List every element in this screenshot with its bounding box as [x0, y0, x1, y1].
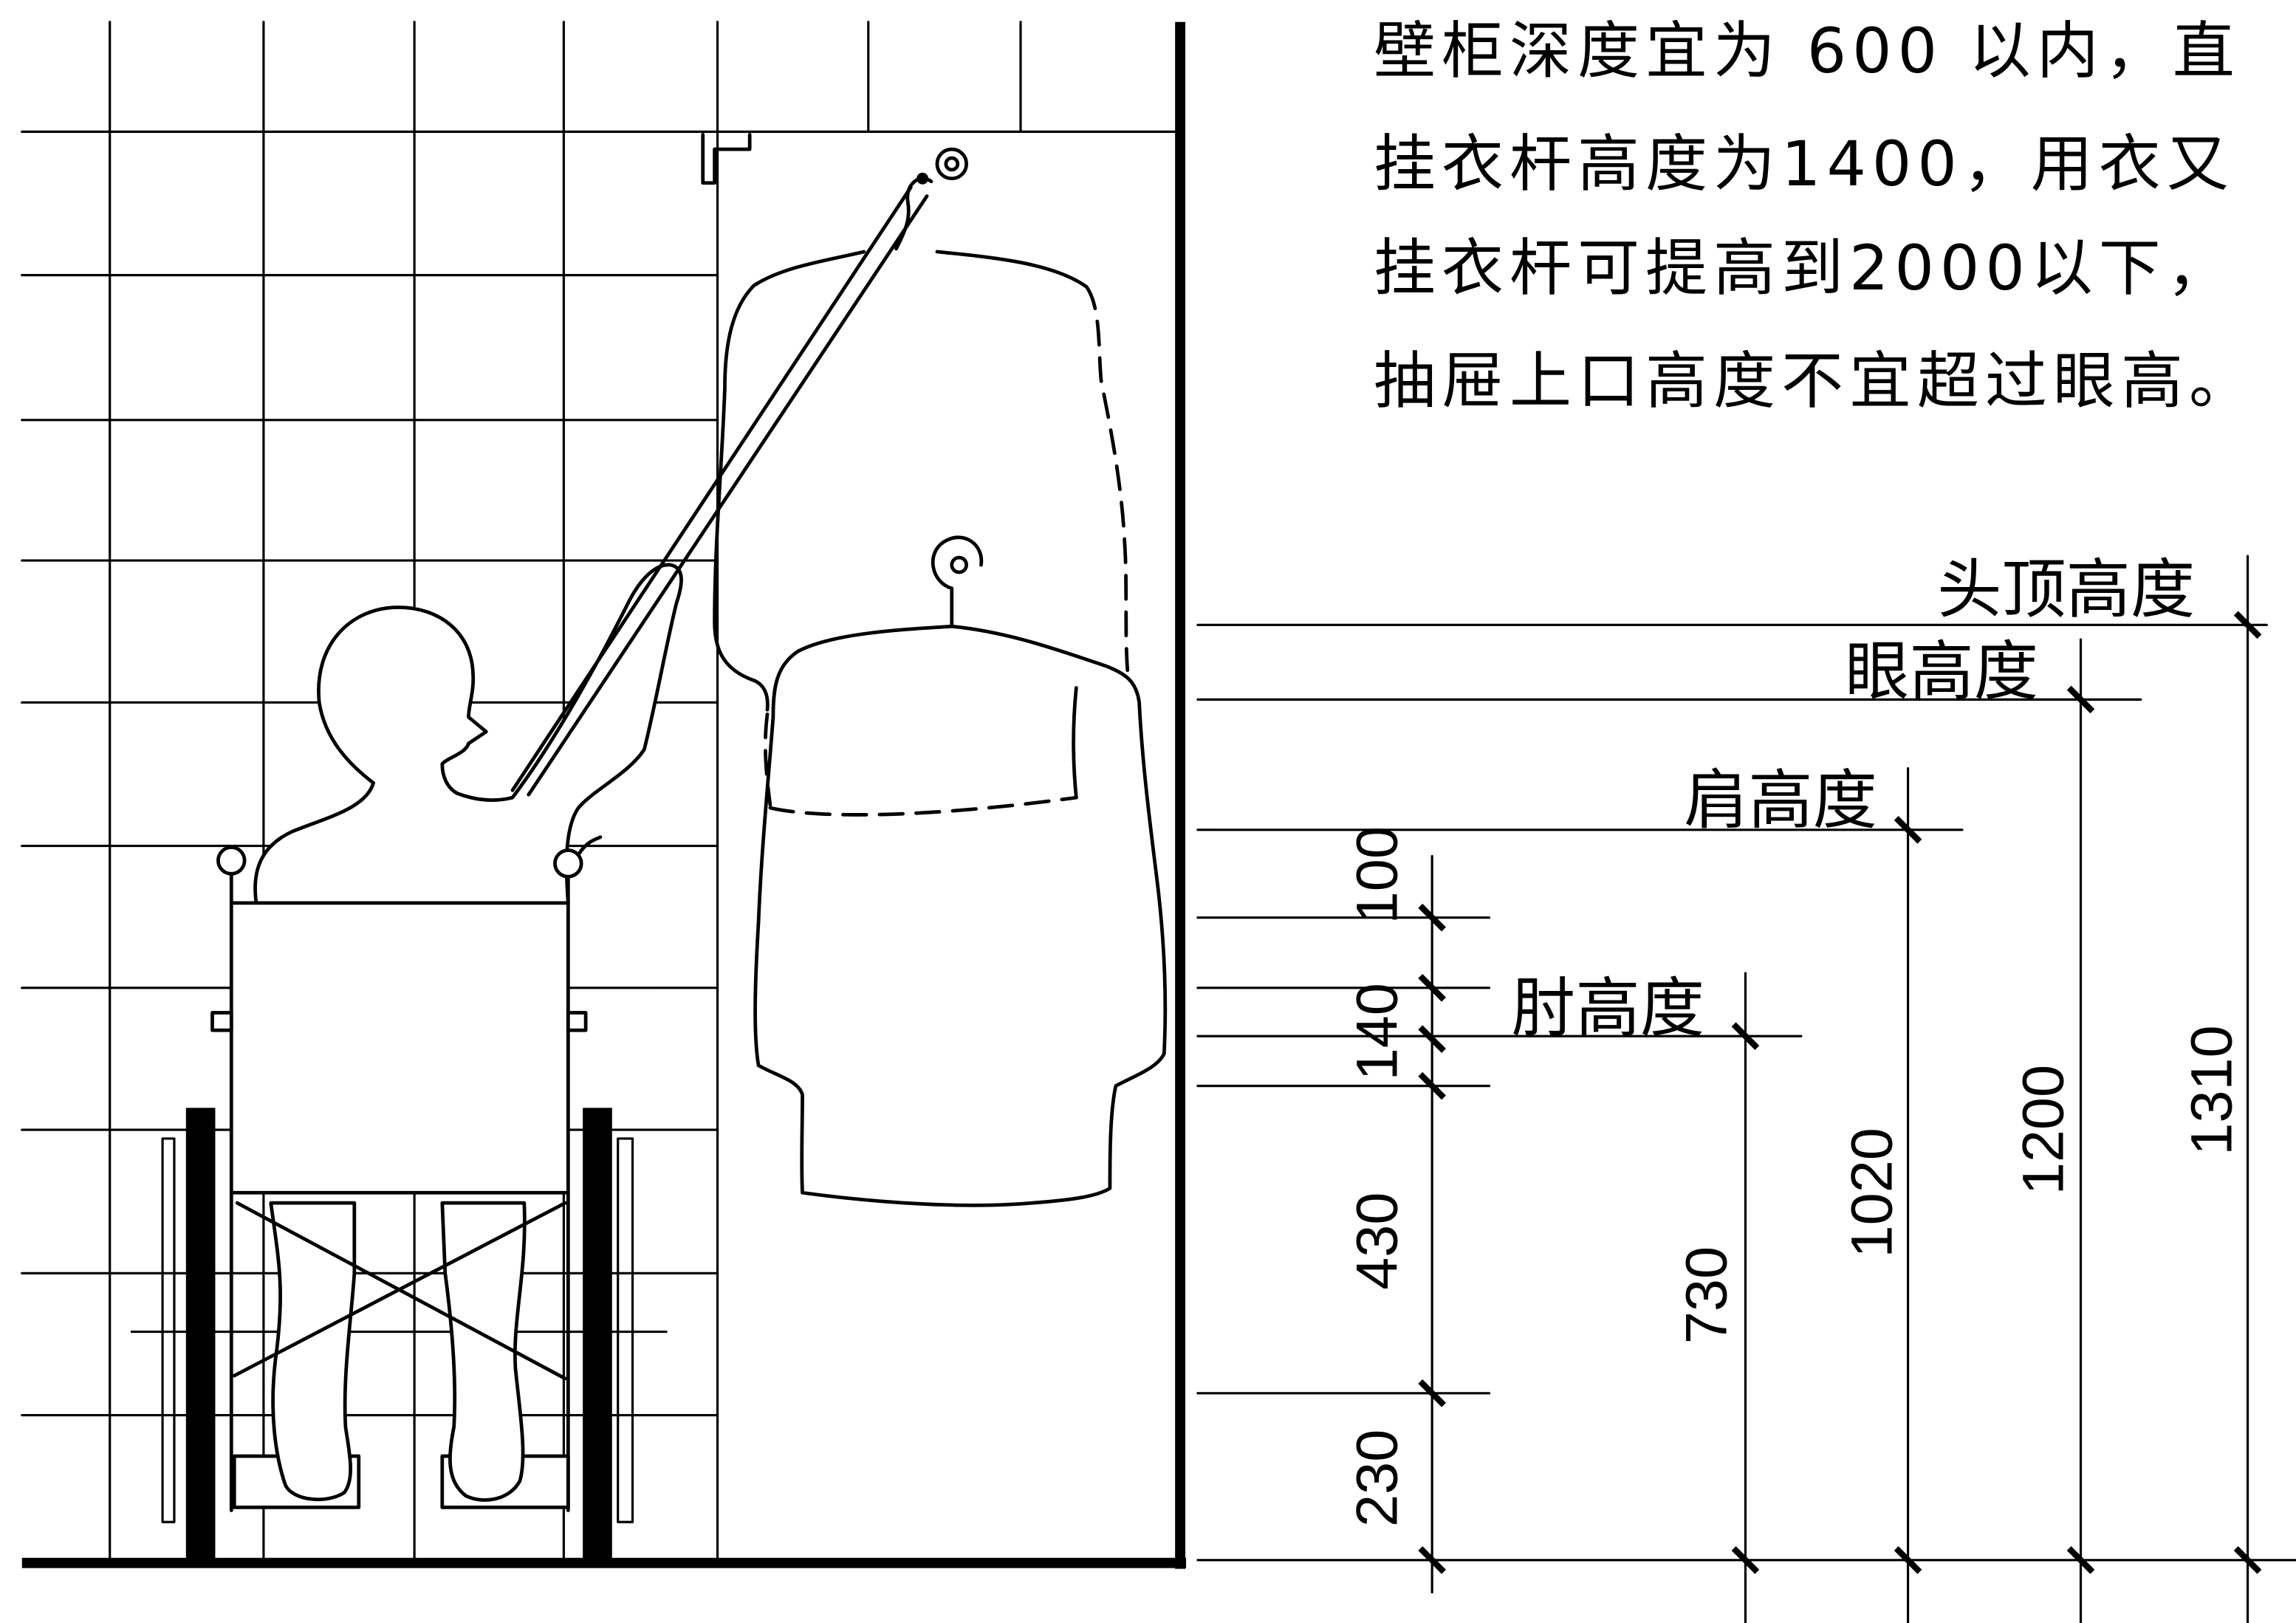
upper-garment-shoulder-outline — [935, 250, 1089, 289]
wheelchair-right-armrest — [566, 1011, 588, 1032]
person-right-leg — [440, 1201, 527, 1502]
lower-garment-body — [753, 624, 1168, 1207]
note-line: 抽屉上口高度不宜超过眼高。 — [1374, 345, 2258, 417]
pole-fork-ring — [935, 147, 969, 181]
upper-garment-hidden-left — [763, 712, 772, 807]
dimension-tick — [1731, 1022, 1760, 1051]
dimension-tick — [2233, 1545, 2262, 1574]
dimension-value: 430 — [1343, 1193, 1409, 1290]
label-elbow-height: 肘高度 — [1511, 970, 1704, 1046]
wheelchair-left-wheel — [185, 1108, 216, 1562]
dimension-value-head: 1310 — [2178, 1025, 2244, 1155]
note-line: 挂衣杆高度为1400，用衣又 — [1374, 128, 2235, 200]
lower-hanger-hook — [931, 535, 984, 627]
dimension-tick — [1894, 815, 1922, 844]
wheelchair-cross-brace — [235, 1201, 567, 1381]
clothes-fork-pole — [510, 147, 969, 797]
wheelchair-left-push-handle — [216, 845, 247, 876]
dimension-value-elbow: 730 — [1673, 1246, 1738, 1344]
wheelchair-right-wheel — [583, 1108, 612, 1562]
dimension-tick — [1418, 1025, 1446, 1053]
upper-garment-left-outline — [713, 250, 866, 712]
wheelchair-right-handle-hook — [576, 835, 603, 857]
pole-fork-ring-inner — [944, 156, 960, 172]
dimension-value: 230 — [1343, 1430, 1409, 1527]
dimension-tick — [1418, 1071, 1446, 1100]
wheelchair — [130, 835, 668, 1562]
dimension-tick — [1418, 903, 1446, 932]
dimension-value-shoulder: 1020 — [1838, 1128, 1904, 1257]
dimension-tick — [1894, 1545, 1922, 1574]
note-line: 挂衣杆可提高到2000以下， — [1374, 232, 2235, 304]
pole-edge — [527, 194, 929, 797]
dimension-tick — [1731, 1545, 1760, 1574]
dimension-value: 140 — [1343, 983, 1409, 1080]
dimension-ticks — [1418, 611, 2262, 1574]
label-shoulder-height: 肩高度 — [1684, 763, 1877, 838]
dimension-tick — [2066, 685, 2095, 714]
dimension-value: 100 — [1343, 826, 1409, 924]
upper-garment-hidden-hem — [768, 795, 1078, 817]
upper-garment-hidden-right — [1084, 285, 1130, 673]
pole-fork-pin — [916, 172, 929, 185]
wheelchair-cross-brace — [232, 1201, 567, 1378]
shelf-bracket — [701, 132, 752, 185]
wheelchair-right-push-handle — [553, 848, 583, 879]
dimension-tick — [1418, 974, 1446, 1002]
lower-garment — [753, 535, 1168, 1207]
label-eye-height: 眼高度 — [1845, 634, 2038, 709]
lower-garment-inner-line — [1072, 686, 1078, 800]
lower-hanger-ring — [950, 555, 969, 574]
wheelchair-right-handrim — [617, 1137, 634, 1523]
dimension-tick — [2066, 1545, 2095, 1574]
dimension-tick — [1418, 1545, 1446, 1574]
dimension-tick — [2233, 611, 2262, 639]
dimension-value-eye: 1200 — [2009, 1065, 2075, 1195]
wheelchair-backrest — [229, 901, 570, 1195]
pole-edge — [510, 185, 913, 792]
note-line: 壁柜深度宜为 600 以内，直 — [1374, 15, 2241, 87]
label-head-height: 头顶高度 — [1937, 552, 2195, 627]
wheelchair-left-armrest — [210, 1011, 233, 1032]
person-silhouette — [253, 563, 683, 905]
person-left-leg — [269, 1201, 357, 1502]
wheelchair-left-handrim — [161, 1137, 176, 1523]
dimension-lines — [1430, 555, 2249, 1623]
dimension-tick — [1418, 1379, 1446, 1407]
